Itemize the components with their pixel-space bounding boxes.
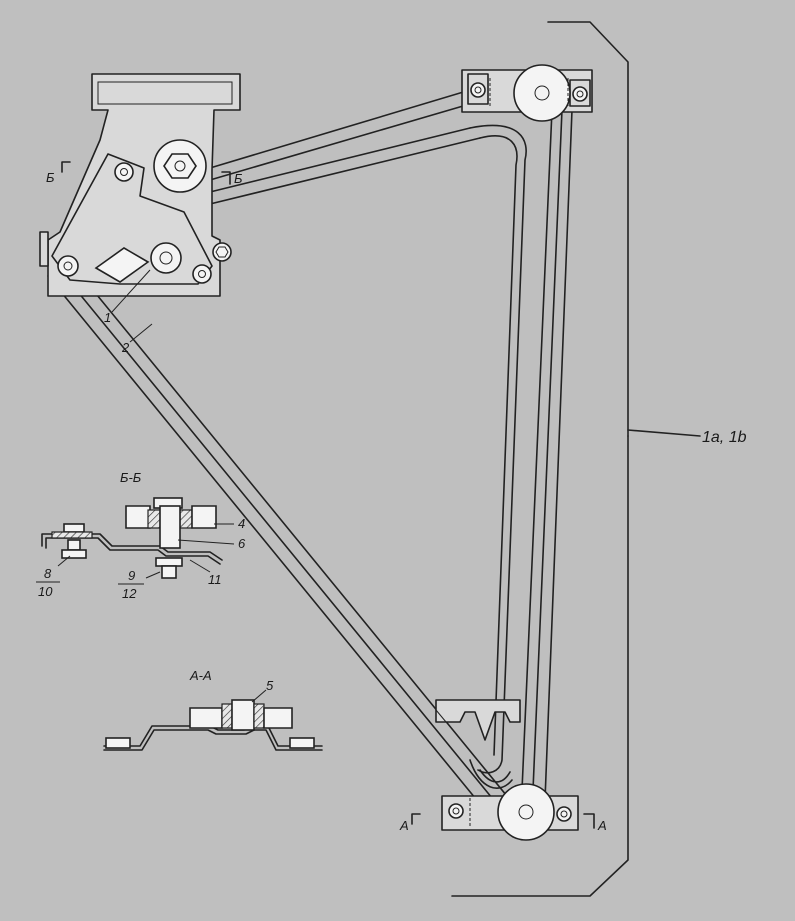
section-bb-title: Б-Б — [120, 470, 142, 485]
callout-9-label: 9 — [128, 568, 135, 583]
pivot-left — [57, 255, 79, 277]
nut-top-right — [572, 86, 588, 102]
top-pulley-assembly — [461, 64, 593, 122]
pivot-top — [114, 162, 134, 182]
section-bb: Б-Б 4 6 11 8 10 9 12 — [36, 470, 246, 601]
guide-rail-frame — [47, 71, 573, 827]
assembly-bracket — [451, 21, 701, 897]
cut-marker-b-right: Б — [221, 171, 243, 186]
callout-8-label: 8 — [44, 566, 52, 581]
callout-11-label: 11 — [208, 572, 222, 587]
cut-a-left-label: А — [399, 818, 409, 833]
nut-bottom-left — [448, 803, 464, 819]
cut-marker-b-left: Б — [46, 161, 71, 185]
callout-1: 1 — [104, 269, 151, 325]
pivot-right — [192, 264, 212, 284]
cut-marker-a-left: А — [399, 813, 421, 833]
top-pulley — [513, 64, 571, 122]
cut-b-right-label: Б — [234, 171, 243, 186]
cut-a-right-label: А — [597, 818, 607, 833]
callout-4-label: 4 — [238, 516, 245, 531]
bottom-pulley-assembly — [441, 783, 579, 841]
center-pivot — [150, 242, 182, 274]
callout-2-label: 2 — [121, 340, 130, 355]
cut-marker-a-right: А — [583, 813, 607, 833]
callout-10-label: 10 — [38, 584, 53, 599]
callout-1-label: 1 — [104, 310, 111, 325]
nut-top-left — [470, 82, 486, 98]
cut-b-left-label: Б — [46, 170, 55, 185]
callout-2: 2 — [121, 323, 153, 355]
drive-mechanism — [39, 73, 241, 297]
assembly-label: 1a, 1b — [702, 429, 747, 446]
callout-12-label: 12 — [122, 586, 137, 601]
nut-mech-right — [212, 242, 232, 262]
lower-rail-bracket — [435, 699, 521, 741]
section-aa: А-А 5 — [103, 668, 323, 751]
bottom-pulley — [497, 783, 555, 841]
nut-bottom-right — [556, 806, 572, 822]
section-aa-title: А-А — [189, 668, 212, 683]
callout-6-label: 6 — [238, 536, 246, 551]
callout-5-label: 5 — [266, 678, 274, 693]
